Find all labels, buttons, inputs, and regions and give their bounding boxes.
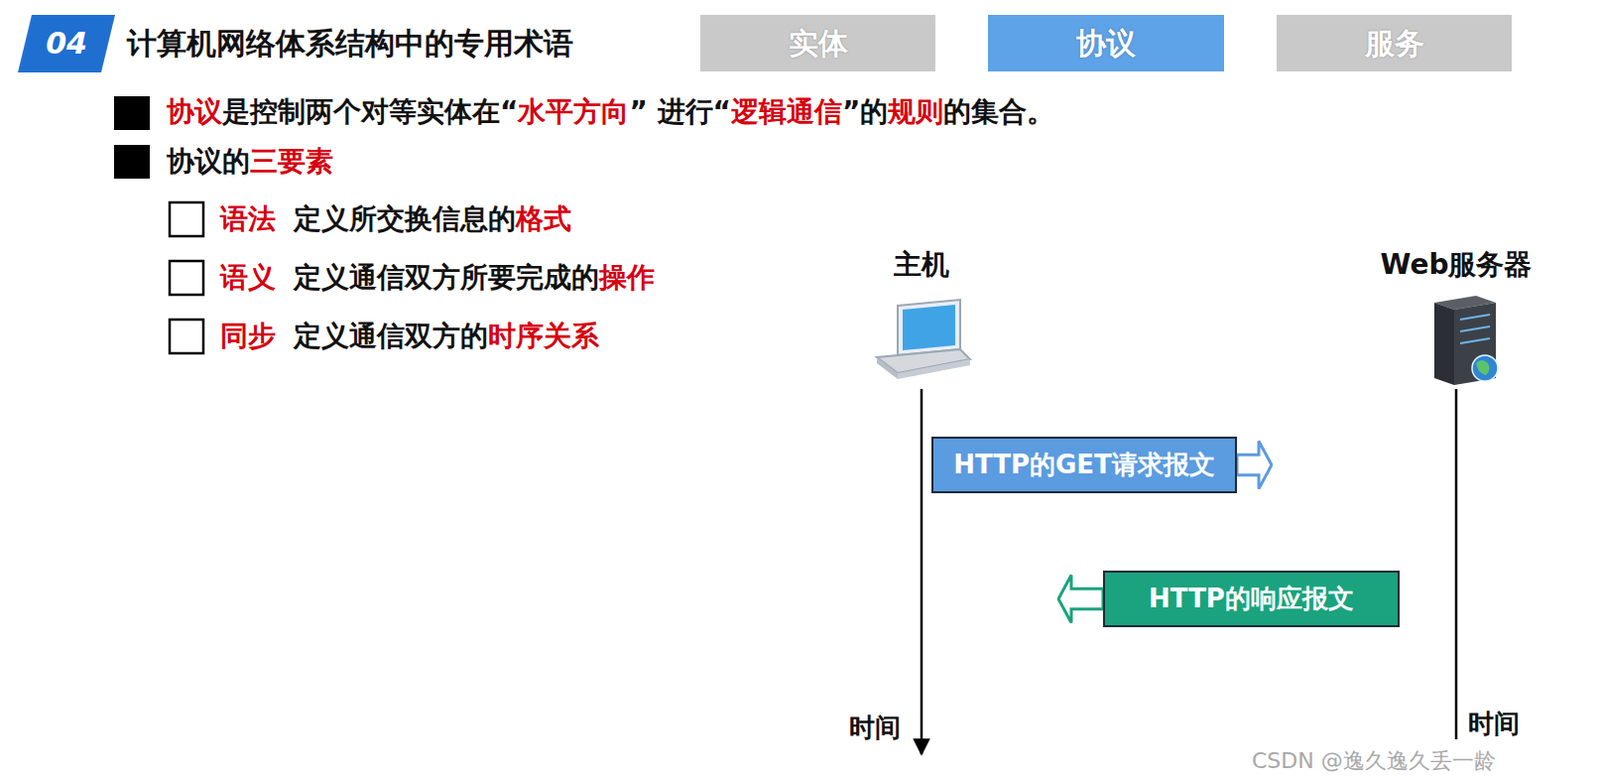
slide-title: 计算机网络体系结构中的专用术语 — [126, 23, 574, 65]
key-term: 协议 — [166, 93, 223, 131]
host-label: 主机 — [893, 246, 950, 284]
message-label: HTTP的GET请求报文 — [931, 436, 1237, 493]
body-text: 是控制两个对等实体在“ — [222, 93, 518, 131]
key-term: 三要素 — [249, 142, 334, 181]
body-text: 协议的 — [166, 142, 250, 181]
laptop-icon — [876, 299, 971, 379]
text-line: 语义定义通信双方所要完成的操作 — [220, 257, 655, 298]
tab-label: 协议 — [987, 14, 1225, 72]
tab-label: 服务 — [1276, 14, 1512, 72]
text-line: 协议的三要素 — [166, 141, 334, 182]
device-label: 主机 — [893, 246, 950, 284]
bullet-square — [114, 144, 150, 179]
body-text: ” 进行“ — [628, 93, 732, 131]
device-label: Web服务器 — [1380, 246, 1533, 284]
body-text: ”的 — [842, 93, 888, 131]
key-term: 语法 — [220, 200, 276, 239]
key-term: 规则 — [887, 93, 944, 131]
body-text: 定义通信双方的 — [293, 317, 489, 356]
time-axis-label: 时间 — [1468, 706, 1520, 741]
section-number: 04 — [17, 14, 116, 73]
body-text: 的集合。 — [943, 93, 1055, 131]
watermark: CSDN @逸久逸久丢一龄 — [1251, 745, 1496, 776]
message-label: HTTP的响应报文 — [1103, 570, 1400, 627]
timeline — [920, 388, 924, 754]
request-arrow: HTTP的GET请求报文 — [931, 436, 1273, 493]
tab-active: 协议 — [987, 14, 1225, 72]
time-axis-label: 时间 — [849, 710, 901, 745]
checkbox — [169, 202, 204, 237]
tab-label: 实体 — [700, 14, 936, 72]
tab: 实体 — [700, 14, 936, 72]
tab: 服务 — [1276, 14, 1512, 72]
response-arrow: HTTP的响应报文 — [1057, 570, 1400, 627]
text-line: 语法定义所交换信息的格式 — [220, 199, 572, 240]
checkbox — [169, 260, 204, 295]
key-term: 同步 — [220, 317, 276, 356]
section-badge: 04 — [17, 14, 116, 73]
bullet-square — [114, 96, 150, 130]
server-icon — [1434, 295, 1498, 385]
key-term: 操作 — [599, 258, 655, 297]
key-term: 语义 — [220, 258, 276, 297]
text-line: 同步定义通信双方的时序关系 — [220, 316, 600, 357]
text-line: 协议是控制两个对等实体在“水平方向” 进行“逻辑通信”的规则的集合。 — [166, 92, 1055, 132]
body-text: 定义通信双方所要完成的 — [293, 258, 600, 297]
body-text: 定义所交换信息的 — [293, 200, 516, 239]
timeline — [1455, 388, 1459, 739]
server-label: Web服务器 — [1380, 246, 1533, 284]
checkbox — [169, 319, 204, 354]
key-term: 时序关系 — [488, 317, 600, 356]
key-term: 逻辑通信 — [731, 93, 843, 131]
key-term: 格式 — [515, 200, 572, 239]
key-term: 水平方向 — [517, 93, 629, 131]
